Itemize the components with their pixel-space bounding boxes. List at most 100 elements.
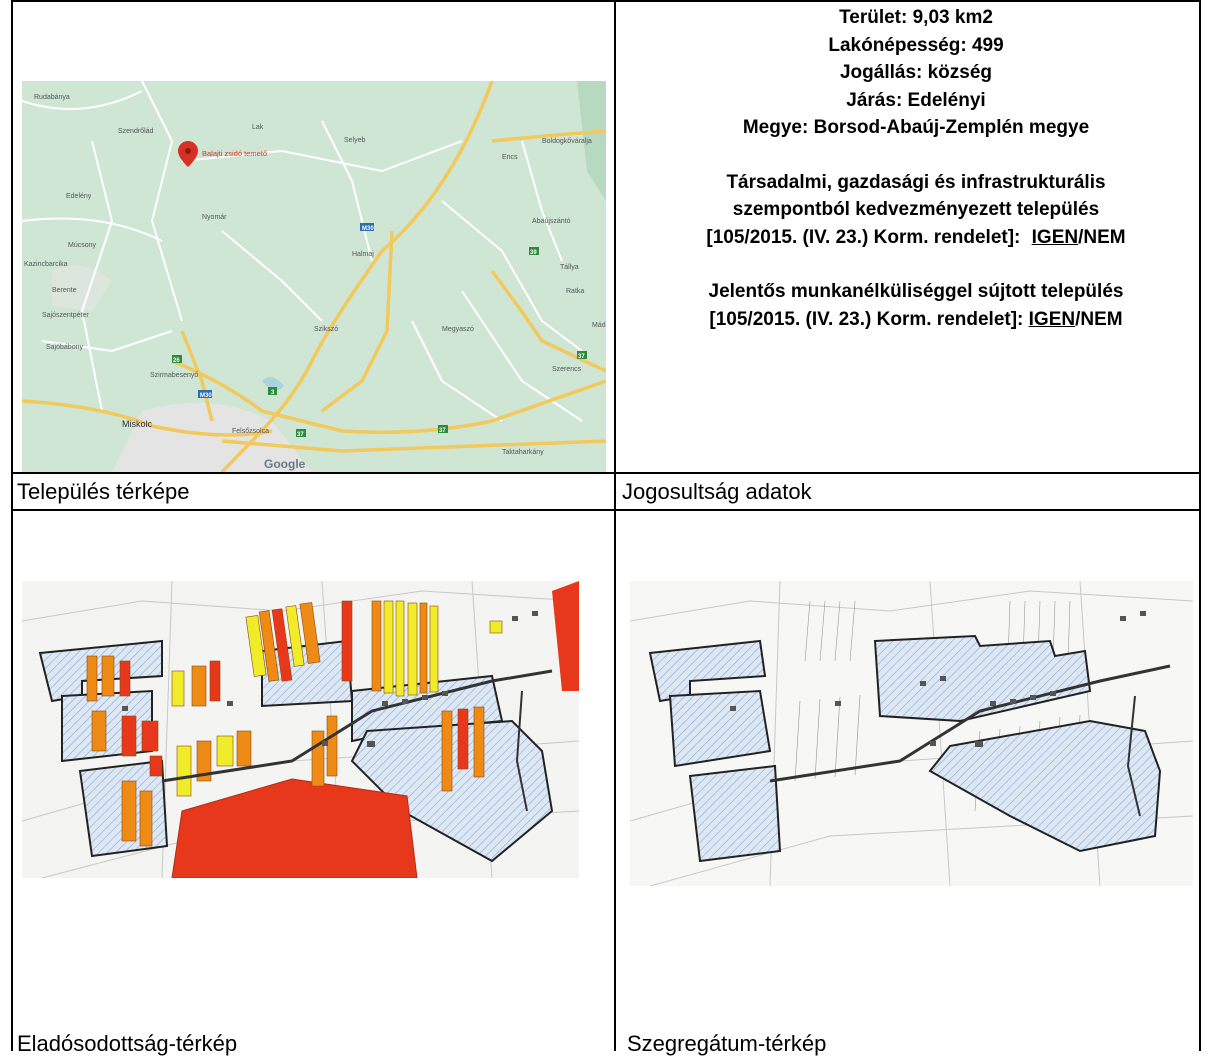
population-text: Lakónépesség: 499	[828, 34, 1004, 56]
unemployment-line-2: [105/2015. (IV. 23.) Korm. rendelet]: IG…	[628, 306, 1204, 334]
column-divider	[614, 0, 616, 1051]
favored-settlement-line-2: szempontból kedvezményezett település	[732, 199, 1100, 220]
segregation-map-svg	[630, 581, 1193, 886]
row-divider-1	[11, 472, 1201, 474]
favored-settlement-line-1: Társadalmi, gazdasági és infrastrukturál…	[726, 171, 1106, 193]
pin-label: Balajti zsidó temető	[202, 149, 267, 158]
place-label: Szendrőlád	[118, 128, 154, 135]
place-label: Megyaszó	[442, 326, 474, 333]
legal-status-text: Jogállás: község	[839, 62, 993, 83]
yes-answer: IGEN	[1031, 226, 1079, 248]
place-label: Felsőzsolca	[232, 428, 269, 435]
no-answer: /NEM	[1075, 308, 1123, 330]
area-text: Terület: 9,03 km2	[839, 7, 993, 28]
road-shield-icon	[577, 351, 587, 359]
segregation-map[interactable]	[630, 581, 1193, 886]
no-answer: /NEM	[1078, 226, 1126, 248]
place-label: Kazincbarcika	[24, 261, 68, 268]
road-shield-label: 37	[297, 432, 304, 438]
road-shield-icon	[268, 387, 277, 395]
map-urban-area-2	[52, 265, 112, 311]
road-shield-icon	[360, 223, 374, 231]
row-divider-2	[11, 509, 1201, 511]
road-shield-icon	[529, 247, 539, 255]
place-label: Tállya	[560, 264, 579, 271]
major-roads	[22, 81, 606, 472]
road-shield-icon	[198, 390, 212, 398]
place-label: Sajószentpéter	[42, 312, 89, 319]
debt-colored-parcels	[86, 600, 503, 847]
table-top-border	[11, 0, 1201, 2]
place-label: Taktaharkány	[502, 449, 544, 456]
road-shield-icon	[438, 425, 448, 433]
debt-map[interactable]	[22, 581, 579, 878]
road-shield-label: 39	[530, 250, 537, 256]
table-right-border	[1199, 0, 1201, 1051]
settlement-map-label: Település térképe	[17, 479, 190, 504]
building-markers	[122, 611, 538, 747]
map-land	[22, 81, 606, 472]
place-label: Szikszó	[314, 326, 338, 333]
building-markers	[730, 611, 1146, 747]
district-text: Járás: Edelényi	[846, 89, 986, 111]
place-label: Lak	[252, 124, 264, 131]
place-label: Szirmabesenyő	[150, 372, 198, 379]
place-labels: Rudabánya Szendrőlád Lak Selyeb Encs Bol…	[24, 94, 606, 456]
place-label: Mád	[592, 322, 606, 329]
main-street	[769, 664, 1171, 783]
yes-answer: IGEN	[1028, 308, 1076, 330]
place-label: Miskolc	[122, 419, 153, 429]
side-street	[515, 690, 528, 812]
map-urban-area	[112, 403, 312, 472]
unemployment-line-1: Jelentős munkanélküliséggel sújtott tele…	[708, 281, 1124, 302]
spacer	[628, 251, 1204, 278]
spacer	[628, 142, 1204, 169]
road-shield-label: 3	[271, 390, 275, 396]
location-pin-icon[interactable]	[178, 141, 198, 167]
eligibility-data-label: Jogosultság adatok	[622, 479, 812, 504]
road-shield-label: 37	[439, 428, 446, 434]
place-label: Selyeb	[344, 137, 366, 144]
place-label: Berente	[52, 287, 77, 294]
main-street	[161, 669, 553, 783]
road-shields: M30 M30 3 26 37 37 39 37	[172, 223, 587, 438]
red-parcel-large	[171, 778, 418, 878]
decree-reference: [105/2015. (IV. 23.) Korm. rendelet]:	[709, 308, 1029, 330]
place-label: Szerencs	[552, 366, 582, 373]
place-label: Encs	[502, 154, 518, 161]
settlement-location-map[interactable]: Rudabánya Szendrőlád Lak Selyeb Encs Bol…	[22, 81, 606, 472]
location-map-svg: Rudabánya Szendrőlád Lak Selyeb Encs Bol…	[22, 81, 606, 472]
settlement-info-panel: Terület: 9,03 km2 Lakónépesség: 499 Jogá…	[628, 4, 1204, 333]
favored-settlement-line-3: [105/2015. (IV. 23.) Korm. rendelet]: IG…	[628, 224, 1204, 252]
debt-map-label: Eladósodottság-térkép	[17, 1031, 238, 1056]
place-label: Boldogkőváralja	[542, 138, 592, 145]
place-label: Sajóbábony	[46, 344, 83, 351]
road-shield-label: 37	[578, 354, 585, 360]
red-parcel-right	[552, 581, 579, 691]
road-shield-icon	[296, 429, 306, 437]
place-label: Rudabánya	[34, 94, 70, 101]
map-green-area	[577, 81, 606, 201]
decree-reference: [105/2015. (IV. 23.) Korm. rendelet]:	[706, 226, 1026, 248]
table-left-border	[11, 0, 13, 1051]
place-label: Edelény	[66, 193, 92, 200]
place-label: Abaújszántó	[532, 218, 571, 225]
place-label: Nyomár	[202, 214, 227, 221]
road-shield-label: M30	[200, 393, 212, 399]
road-shield-label: M30	[362, 226, 374, 232]
segregation-map-label: Szegregátum-térkép	[627, 1031, 827, 1056]
segregated-areas	[648, 634, 1162, 863]
side-street	[1126, 695, 1141, 817]
place-label: Múcsony	[68, 242, 97, 249]
road-shield-icon	[172, 355, 182, 363]
map-water	[262, 377, 284, 390]
place-label: Halmaj	[352, 251, 374, 258]
google-logo: Google	[264, 457, 306, 471]
table-grid	[11, 0, 1201, 1051]
county-text: Megye: Borsod-Abaúj-Zemplén megye	[742, 117, 1090, 138]
minor-roads	[22, 81, 583, 422]
debt-map-svg	[22, 581, 579, 878]
road-shield-label: 26	[173, 358, 180, 364]
place-label: Ratka	[566, 288, 584, 295]
